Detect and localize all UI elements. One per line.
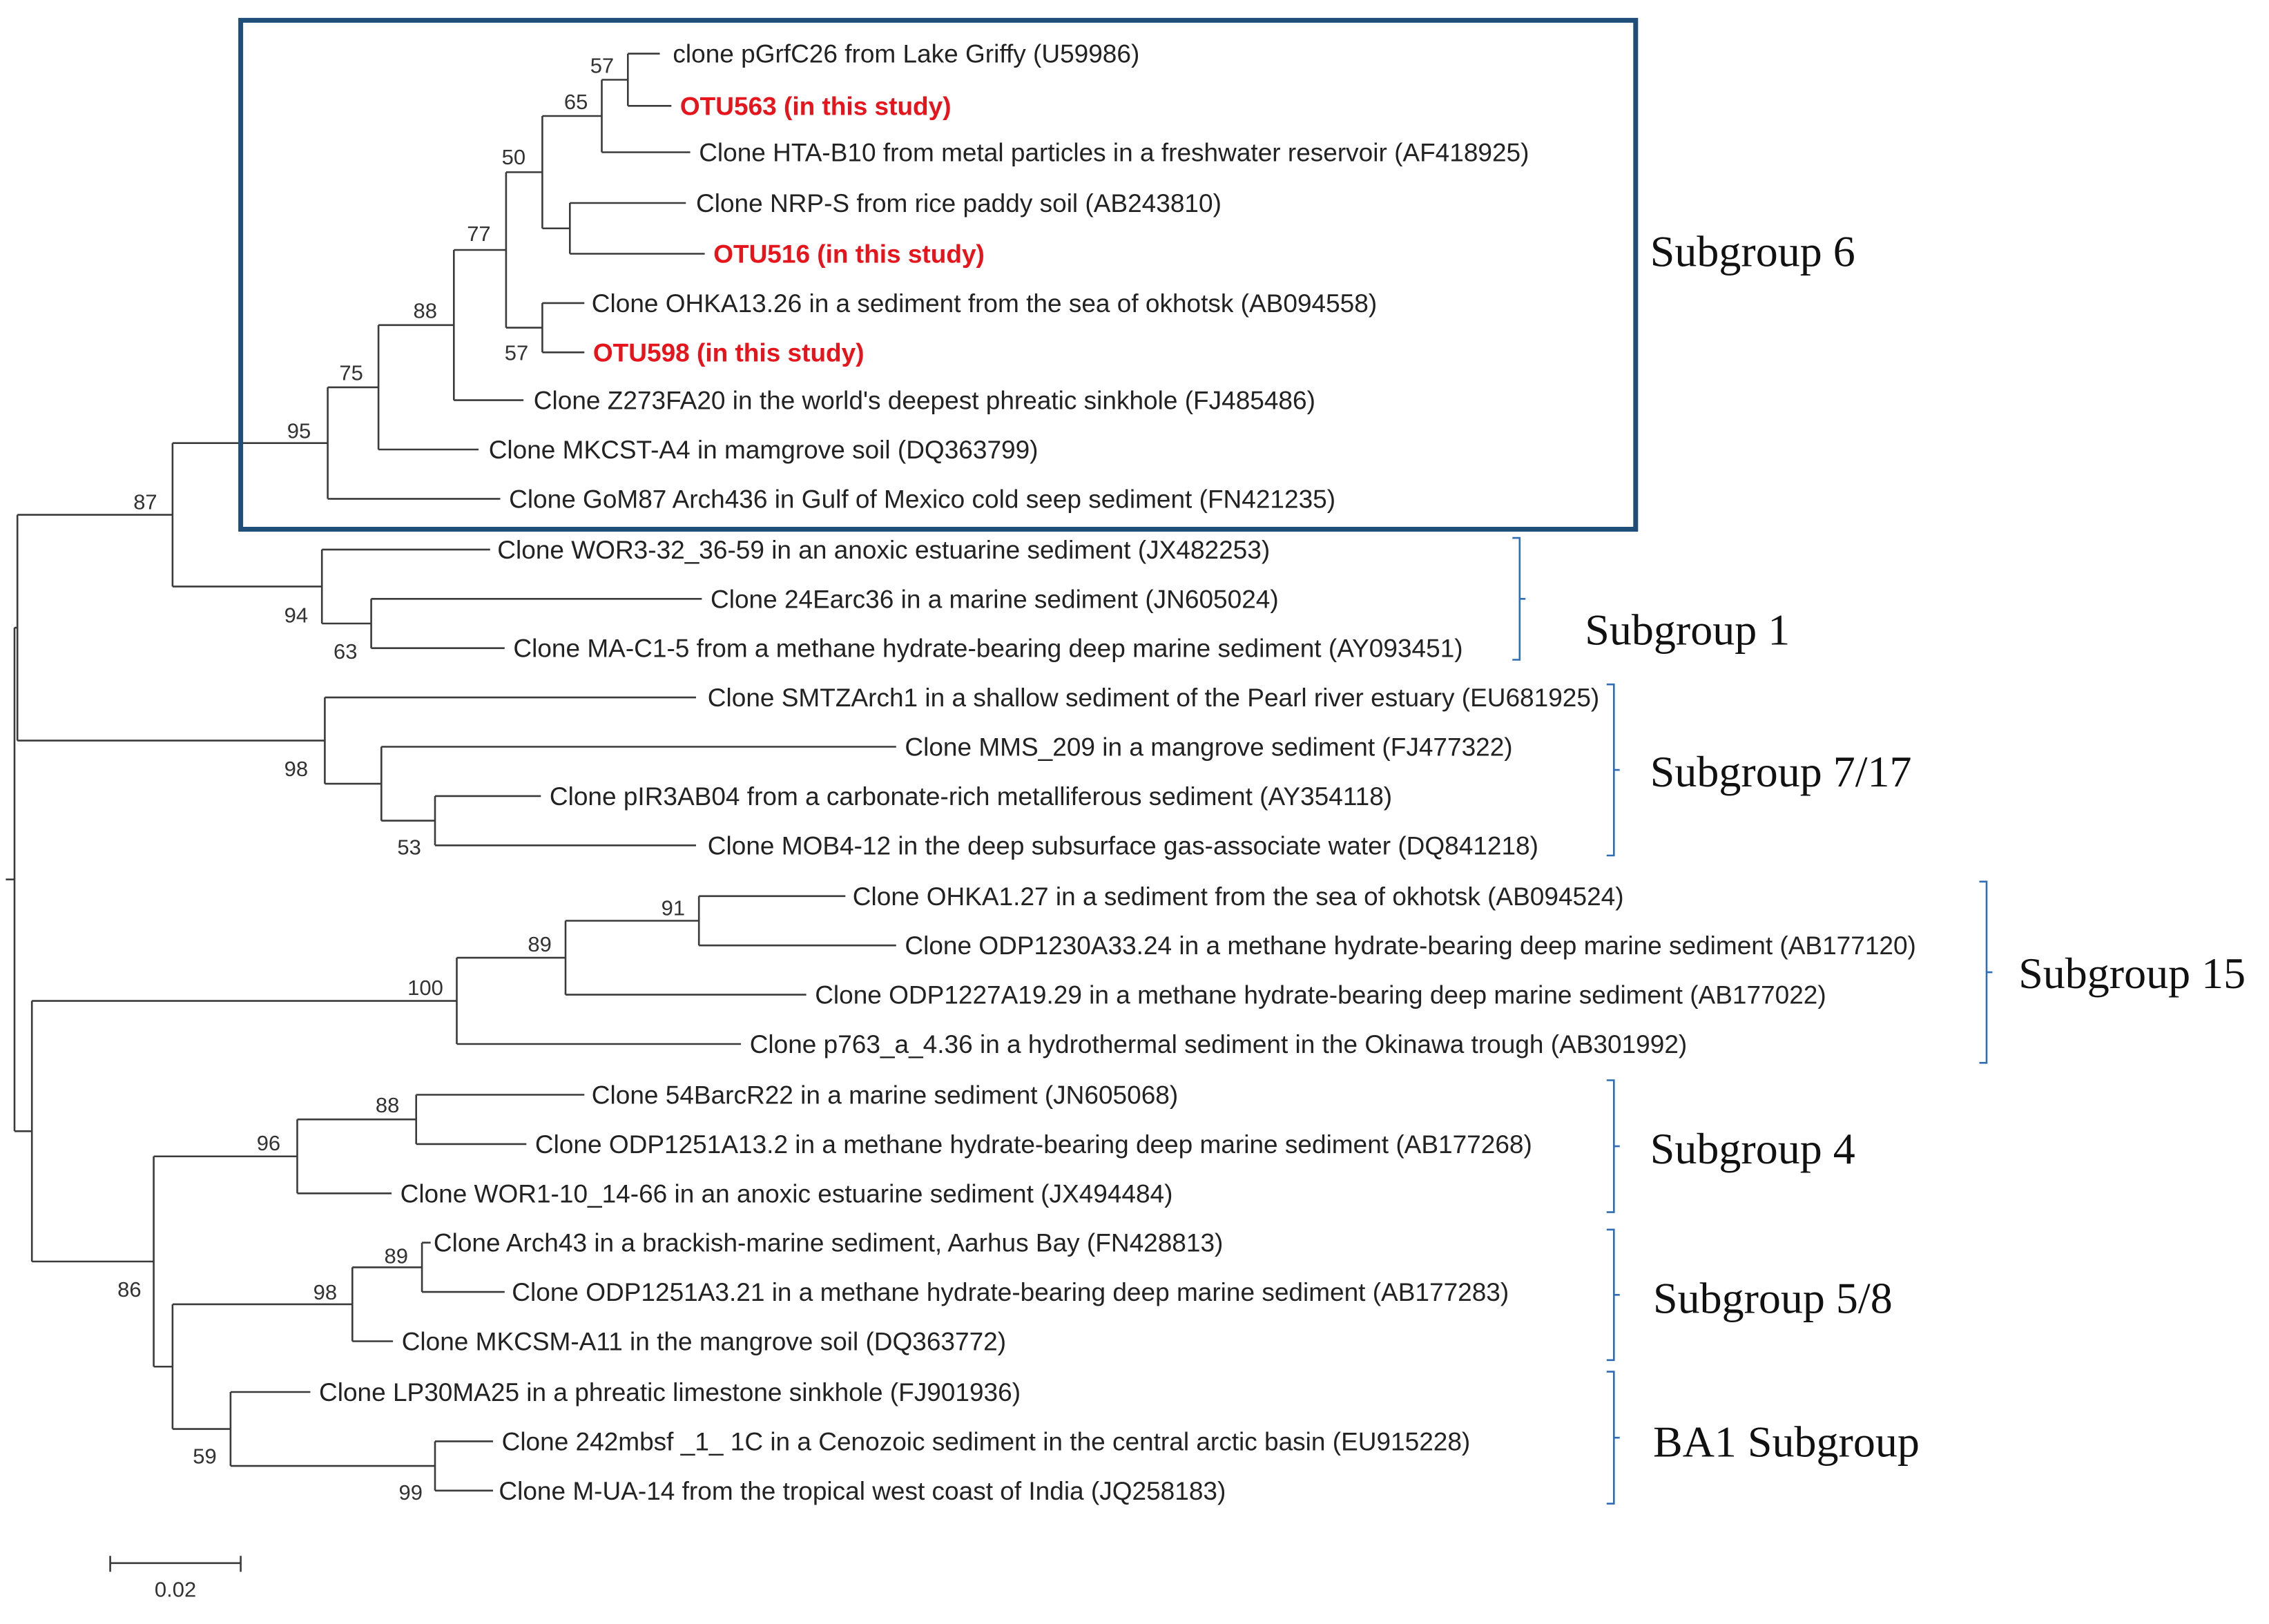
leaf-label: Clone pIR3AB04 from a carbonate-rich met… [550,782,1392,811]
bootstrap-value: 100 [407,976,443,1000]
subgroup-bracket [1979,880,1993,1064]
leaf-label: Clone LP30MA25 in a phreatic limestone s… [319,1378,1021,1406]
scale-bar-label: 0.02 [155,1578,196,1602]
highlighted-otu-label: OTU598 (in this study) [593,338,865,367]
bootstrap-value: 59 [193,1444,216,1468]
subgroup-label: Subgroup 7/17 [1650,747,1912,796]
bootstrap-value: 63 [334,639,357,664]
leaf-label: Clone ODP1251A13.2 in a methane hydrate-… [535,1130,1532,1159]
leaf-label: Clone Arch43 in a brackish-marine sedime… [434,1229,1223,1257]
bootstrap-value: 89 [385,1244,408,1268]
leaf-label: Clone MKCSM-A11 in the mangrove soil (DQ… [402,1328,1006,1356]
bootstrap-value: 95 [287,419,311,443]
leaf-label: Clone p763_a_4.36 in a hydrothermal sedi… [750,1030,1688,1058]
leaf-label: Clone ODP1227A19.29 in a methane hydrate… [815,981,1826,1009]
leaf-label: Clone 24Earc36 in a marine sediment (JN6… [711,585,1279,613]
bootstrap-value: 86 [117,1277,141,1302]
bootstrap-value: 77 [467,222,490,246]
bootstrap-value: 57 [590,54,614,78]
leaf-label: Clone 242mbsf _1_ 1C in a Cenozoic sedim… [502,1427,1471,1456]
leaf-label: Clone ODP1230A33.24 in a methane hydrate… [905,931,1915,960]
leaf-labels: clone pGrfC26 from Lake Griffy (U59986) O… [319,40,1916,1505]
subgroup-labels: Subgroup 6 Subgroup 1 Subgroup 7/17Subgrou… [1585,226,2246,1466]
leaf-label: Clone Z273FA20 in the world's deepest ph… [534,387,1315,415]
leaf-label: Clone NRP-S from rice paddy soil (AB2438… [696,189,1222,218]
subgroup-label: Subgroup 1 [1585,605,1790,654]
scale-bar: 0.02 [109,1556,242,1602]
bootstrap-value: 96 [257,1131,280,1155]
subgroup-label: BA1 Subgroup [1653,1417,1920,1466]
subgroup-label: Subgroup 5/8 [1653,1274,1893,1323]
subgroup-label: Subgroup 4 [1650,1124,1855,1173]
leaf-label: clone pGrfC26 from Lake Griffy (U59986) [673,40,1139,68]
subgroup-6-box [238,17,1639,532]
bootstrap-value: 98 [313,1280,337,1304]
bootstrap-value: 88 [414,298,437,322]
leaf-label: Clone MMS_209 in a mangrove sediment (FJ… [905,733,1512,762]
highlighted-otu-label: OTU516 (in this study) [713,240,985,269]
bootstrap-value: 75 [339,361,363,385]
leaf-label: Clone OHKA1.27 in a sediment from the se… [853,882,1624,911]
leaf-label: Clone HTA-B10 from metal particles in a … [699,139,1529,167]
leaf-label: Clone M-UA-14 from the tropical west coa… [499,1477,1226,1505]
subgroup-bracket [1512,536,1526,661]
leaf-label: Clone SMTZArch1 in a shallow sediment of… [708,684,1599,712]
leaf-label: Clone MOB4-12 in the deep subsurface gas… [708,831,1538,860]
bootstrap-value: 94 [284,603,308,627]
subgroup-bracket [1606,1371,1620,1505]
bootstrap-value: 57 [505,340,528,365]
tree-branches [6,52,896,1492]
leaf-label: Clone 54BarcR22 in a marine sediment (JN… [592,1081,1178,1110]
subgroup-bracket [1606,1228,1620,1362]
subgroup-brackets [1512,536,1993,1505]
bootstrap-value: 99 [399,1480,423,1505]
leaf-label: Clone MKCST-A4 in mamgrove soil (DQ36379… [489,436,1039,464]
bootstrap-value: 87 [133,490,157,514]
bootstrap-value: 53 [397,835,421,859]
bootstrap-value: 50 [502,145,525,169]
bootstrap-value: 91 [662,896,685,920]
bootstrap-value: 89 [528,932,551,956]
subgroup-label: Subgroup 6 [1650,226,1855,276]
subgroup-bracket [1606,683,1620,857]
subgroup-bracket [1606,1079,1620,1213]
bootstrap-value: 98 [284,757,308,781]
leaf-label: Clone WOR1-10_14-66 in an anoxic estuari… [400,1179,1173,1208]
highlighted-otu-label: OTU563 (in this study) [680,92,952,120]
leaf-label: Clone MA-C1-5 from a methane hydrate-bea… [513,635,1462,663]
bootstrap-values: 5765507788577595879463985391891008896899… [117,54,685,1505]
leaf-label: Clone GoM87 Arch436 in Gulf of Mexico co… [509,485,1335,513]
bootstrap-value: 65 [564,90,588,114]
leaf-label: Clone OHKA13.26 in a sediment from the s… [592,289,1377,318]
leaf-label: Clone ODP1251A3.21 in a methane hydrate-… [512,1278,1509,1306]
bootstrap-value: 88 [376,1093,399,1117]
leaf-label: Clone WOR3-32_36-59 in an anoxic estuari… [497,536,1270,564]
subgroup-label: Subgroup 15 [2018,949,2246,998]
